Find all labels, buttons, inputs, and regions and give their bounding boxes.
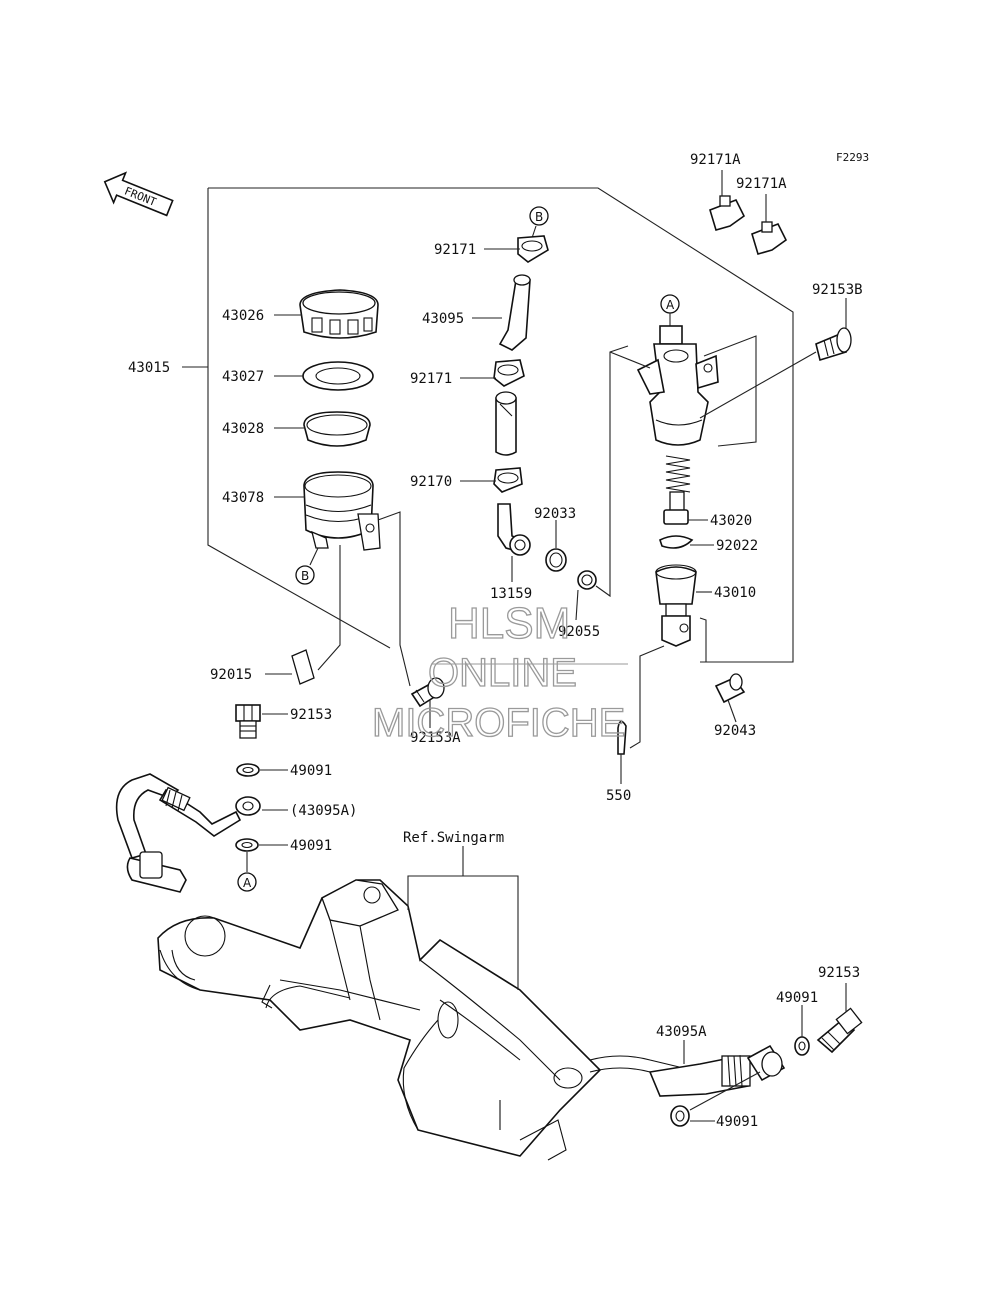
reservoir-assembly-frame [182,187,794,663]
brake-hose-right [648,1040,786,1097]
callout-49091-right-bottom: 49091 [716,1114,758,1130]
callout-92170: 92170 [410,474,452,490]
callout-49091-right-top: 49091 [776,990,818,1006]
bolt-92153A [410,677,445,728]
callout-43078: 43078 [222,490,264,506]
piston-spring [663,455,708,525]
washer-left-bottom [235,838,288,852]
callout-92022: 92022 [716,538,758,554]
watermark-line-2: ONLINE [428,651,577,695]
reservoir-body [274,471,381,551]
callout-43095: 43095 [422,311,464,327]
callout-43026: 43026 [222,308,264,324]
hose-joint [497,503,531,582]
callout-49091-a: 49091 [290,763,332,779]
svg-text:B: B [301,569,309,583]
callout-92171-top: 92171 [434,242,476,258]
callout-49091-b: 49091 [290,838,332,854]
callout-92153a: 92153A [410,730,461,746]
callout-92043: 92043 [714,723,756,739]
callout-92015: 92015 [210,667,252,683]
callout-92171-mid: 92171 [410,371,452,387]
ref-marker-b-bottom: B [295,547,319,585]
callout-43020: 43020 [710,513,752,529]
reservoir-diaphragm [274,411,371,447]
hose-lower [495,391,517,456]
cotter-pin-550 [617,720,627,784]
o-ring [575,345,629,621]
reservoir-cap [274,289,379,339]
hose-clamp-lower [460,467,523,493]
hose-clamp-top [484,235,549,263]
callout-13159: 13159 [490,586,532,602]
reservoir-clip [265,511,411,687]
ref-marker-a-bottom: A [237,852,257,892]
callout-92153: 92153 [290,707,332,723]
reference-note: Ref.Swingarm [403,830,504,846]
front-arrow-icon: FRONT [103,171,174,217]
callout-92153b: 92153B [812,282,863,298]
master-cylinder-body [609,325,757,447]
clamp-92171A-2 [751,194,788,255]
svg-text:A: A [666,298,675,312]
banjo-bolt-right [816,983,863,1054]
callout-43095a-right: 43095A [656,1024,707,1040]
reservoir-hose [472,274,531,351]
callout-43028: 43028 [222,421,264,437]
watermark-line-3: MICROFICHE [372,701,625,745]
clamp-92171A-1 [709,170,746,231]
washer-right-bottom [670,1071,761,1127]
callout-43027: 43027 [222,369,264,385]
callout-92153-right: 92153 [818,965,860,981]
banjo-bolt-left [235,704,288,739]
circlip-92022 [659,535,714,549]
swingarm-reference [157,879,701,1161]
svg-text:A: A [243,876,252,890]
figure-code: F2293 [836,151,869,164]
svg-text:B: B [535,210,543,224]
callout-550: 550 [606,788,631,804]
ref-swingarm-bracket [407,846,519,990]
callout-92055: 92055 [558,624,600,640]
callout-92171a-2: 92171A [736,176,787,192]
callout-92171a-1: 92171A [690,152,741,168]
callouts: 43015 43026 43027 43028 43078 92015 9215… [128,152,863,1130]
hose-clamp-mid [460,359,525,387]
washer-right-top [794,1005,810,1056]
watermark: HLSM ONLINE MICROFICHE [371,598,628,746]
push-rod-assembly [629,564,712,749]
ref-marker-b-top: B [529,206,549,239]
washer-left-top [236,763,288,777]
callout-92033: 92033 [534,506,576,522]
watermark-line-1: HLSM [448,599,570,648]
brake-hose-left [115,773,288,893]
callout-43015: 43015 [128,360,170,376]
callout-43095a-paren: (43095A) [290,803,357,819]
bolt-92153B [699,298,852,419]
snap-ring [545,520,567,572]
reservoir-plate [274,361,374,391]
callout-43010: 43010 [714,585,756,601]
ref-marker-a-top: A [660,294,680,326]
pin-92043 [714,673,746,723]
